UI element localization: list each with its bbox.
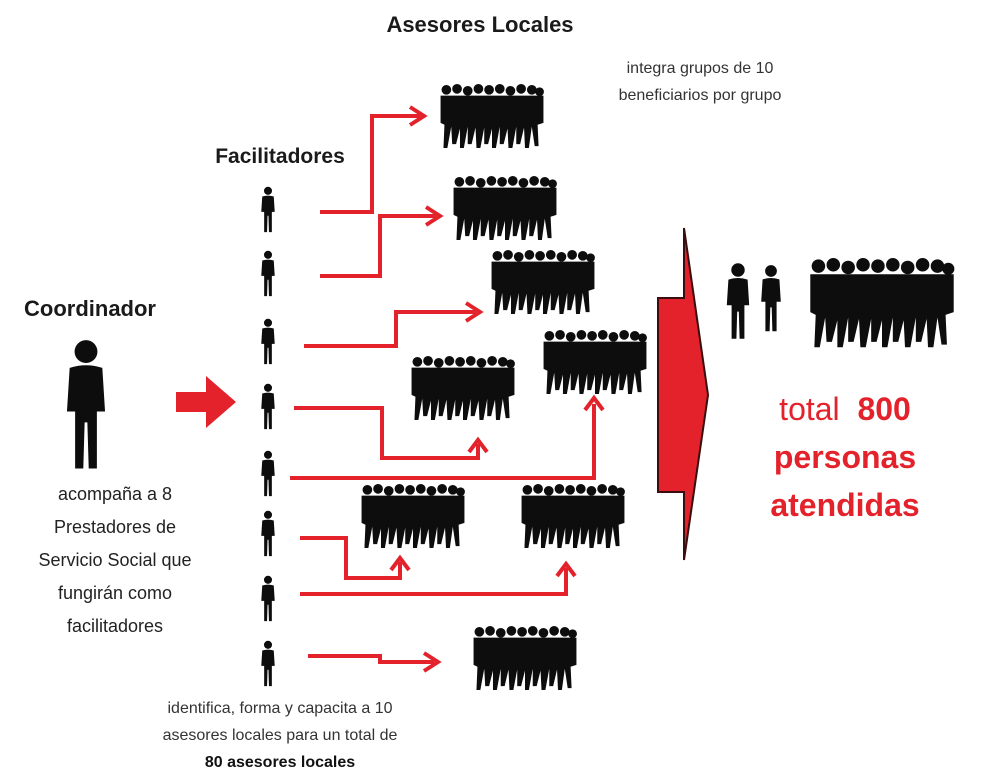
connector-arrow-icon <box>300 568 568 596</box>
coordinador-note: acompaña a 8 Prestadores de Servicio Soc… <box>0 478 230 643</box>
coordinador-person-icon <box>66 340 106 469</box>
connector-arrow-icon <box>290 404 596 480</box>
connector-arrow-icon <box>294 406 480 460</box>
facilitadores-note-line: 80 asesores locales <box>204 754 356 771</box>
connector-arrow-icon <box>300 536 402 580</box>
crowd-silhouette-icon <box>411 356 515 421</box>
coordinador-note-line: fungirán como <box>57 583 173 603</box>
connector-arrow-icon <box>320 214 436 278</box>
total-number: 800 <box>857 391 911 427</box>
crowd-silhouette-icon <box>521 484 625 549</box>
coordinador-note-line: Servicio Social que <box>38 550 192 570</box>
big-result-arrow-icon <box>657 227 710 561</box>
facilitadores-note-line: identifica, forma y capacita a 10 <box>167 700 393 717</box>
crowd-silhouette-icon <box>440 84 544 149</box>
total-line: total 800 <box>740 385 950 433</box>
coordinador-note-line: Prestadores de <box>53 517 177 537</box>
final-crowd-icon <box>726 258 955 348</box>
facilitador-person-icon <box>261 383 275 430</box>
facilitador-person-icon <box>261 186 275 233</box>
coordinador-arrow-icon <box>176 376 236 428</box>
coordinador-title: Coordinador <box>24 296 156 321</box>
asesores-title: Asesores Locales <box>386 12 574 37</box>
facilitador-person-icon <box>261 640 275 687</box>
crowd-silhouette-icon <box>361 484 465 549</box>
total-summary: total 800 personas atendidas <box>740 385 950 529</box>
total-line: personas <box>773 439 917 475</box>
crowd-silhouette-icon <box>543 330 647 395</box>
facilitadores-note-line: asesores locales para un total de <box>162 727 398 744</box>
connector-arrow-icon <box>320 114 420 214</box>
connector-arrow-icon <box>304 310 476 348</box>
facilitador-person-icon <box>261 318 275 365</box>
facilitador-person-icon <box>261 450 275 497</box>
coordinador-note-line: facilitadores <box>66 616 164 636</box>
facilitador-person-icon <box>261 510 275 557</box>
coordinador-note-line: acompaña a 8 <box>57 484 173 504</box>
connector-arrow-icon <box>308 654 434 664</box>
total-line: atendidas <box>770 487 920 523</box>
facilitador-person-icon <box>261 575 275 622</box>
grupos-note-line: integra grupos de 10 <box>626 60 774 77</box>
crowd-silhouette-icon <box>453 176 557 241</box>
facilitadores-note: identifica, forma y capacita a 10 asesor… <box>110 695 450 776</box>
facilitadores-title: Facilitadores <box>215 145 345 168</box>
grupos-note: integra grupos de 10 beneficiarios por g… <box>560 55 840 109</box>
total-word: total <box>779 391 840 427</box>
crowd-silhouette-icon <box>491 250 595 315</box>
crowd-silhouette-icon <box>473 626 577 691</box>
facilitador-person-icon <box>261 250 275 297</box>
grupos-note-line: beneficiarios por grupo <box>618 87 782 104</box>
